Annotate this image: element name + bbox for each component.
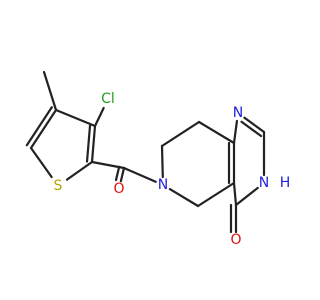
bond-c4a-c5	[196, 181, 236, 208]
atom-label-cl1: Cl	[101, 91, 115, 107]
atom-label-s1: S	[54, 178, 63, 194]
bond-c3t-c2t	[90, 124, 97, 164]
bond-c4-c4a	[232, 181, 238, 207]
bond-ck-o-second	[114, 165, 121, 182]
bond-c8a-n1	[232, 119, 239, 145]
bond-n3-c4	[234, 186, 259, 207]
bond-c2t-s	[65, 160, 94, 181]
atom-label-h3: H	[280, 175, 291, 191]
atom-label-n3: N	[259, 175, 269, 191]
atom-label-n6: N	[158, 177, 168, 193]
atom-label-n1: N	[233, 105, 243, 121]
bond-n6-c7	[160, 144, 164, 179]
bond-c4t-c3t	[54, 108, 97, 128]
atom-label-o1: O	[113, 181, 124, 197]
atom-label-o4: O	[230, 232, 241, 248]
bond-layer	[25, 70, 266, 234]
bond-n1-c2	[243, 116, 266, 134]
bond-ck-n6	[122, 166, 157, 183]
bond-ck-o	[119, 166, 126, 183]
molecule-diagram: S Cl O N N N H O	[25, 70, 291, 248]
bond-me-c4t	[42, 70, 58, 112]
bond-n1-c2-second	[240, 120, 263, 138]
atom-label-layer: S Cl O N N N H O	[54, 91, 291, 248]
bond-c4t-c5t-second	[25, 106, 53, 147]
bond-c3t-cl	[93, 106, 105, 128]
bond-c5t-s	[29, 146, 53, 179]
bond-c8-c8a	[197, 120, 236, 145]
bond-c3t-c2t-second	[85, 124, 92, 163]
bond-c5-n6	[168, 188, 200, 208]
bond-c4t-c5t	[29, 108, 58, 150]
bond-c7-c8	[160, 120, 201, 148]
